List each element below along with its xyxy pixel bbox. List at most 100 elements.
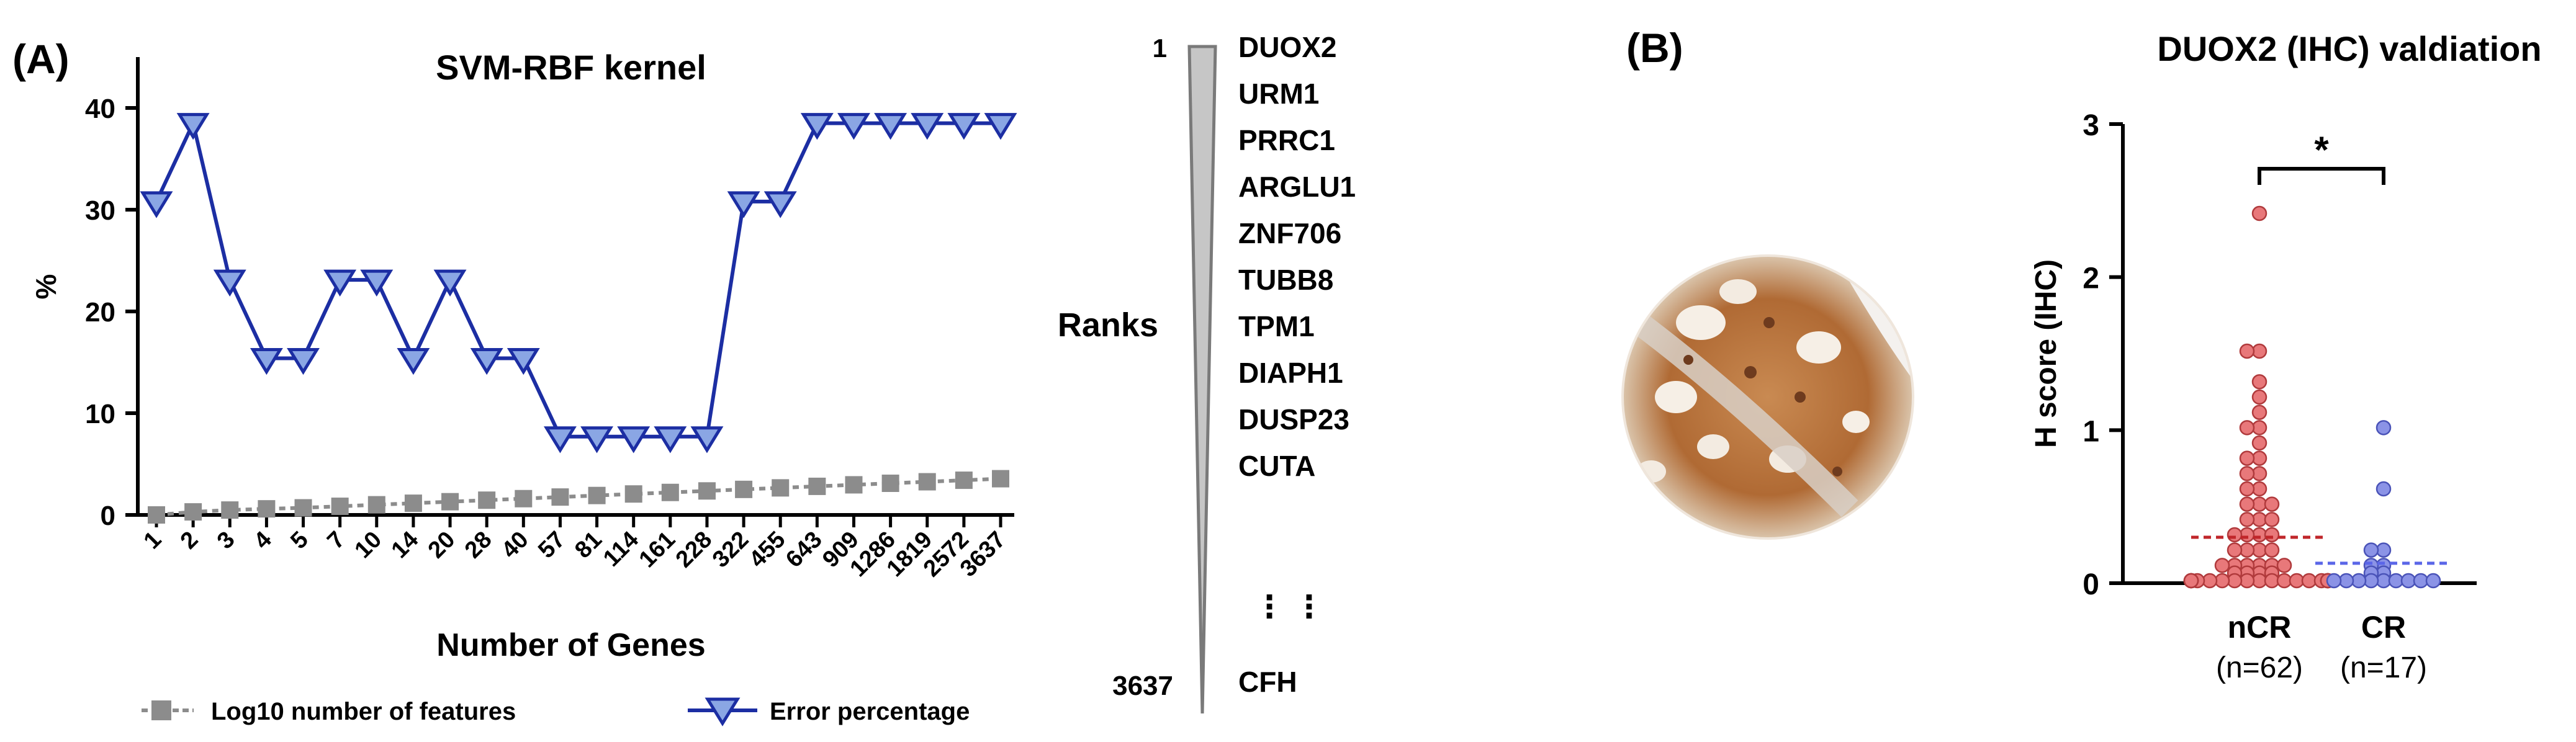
ihc-tissue-image bbox=[1621, 254, 1914, 540]
data-point-ncr bbox=[2239, 466, 2255, 481]
data-point-ncr bbox=[2251, 542, 2268, 558]
point-features bbox=[148, 506, 165, 524]
point-features bbox=[515, 489, 533, 507]
data-point-ncr bbox=[2251, 512, 2268, 527]
data-point-cr bbox=[2388, 573, 2404, 589]
point-features bbox=[551, 488, 569, 506]
data-point-cr bbox=[2376, 481, 2392, 497]
y-tick-label: 1 bbox=[2083, 415, 2099, 448]
ranks-label: Ranks bbox=[1058, 306, 1158, 344]
panel-a-label: (A) bbox=[12, 36, 70, 82]
data-point-ncr bbox=[2264, 542, 2280, 558]
point-features bbox=[735, 480, 753, 498]
legend-marker-gray-square bbox=[151, 700, 171, 720]
category-label: CR bbox=[2361, 610, 2406, 645]
data-point-cr bbox=[2376, 420, 2392, 436]
category-label: nCR bbox=[2228, 610, 2292, 645]
point-features bbox=[918, 473, 936, 491]
point-features bbox=[367, 496, 385, 514]
data-point-ncr bbox=[2251, 205, 2268, 221]
point-error bbox=[213, 269, 246, 297]
legend-label-features: Log10 number of features bbox=[211, 698, 516, 725]
x-tick-label: 1 bbox=[139, 527, 167, 555]
x-tick-label: 7 bbox=[322, 527, 350, 555]
data-point-cr bbox=[2338, 573, 2354, 589]
point-error bbox=[470, 347, 503, 375]
point-error bbox=[507, 347, 540, 375]
x-tick-label: 20 bbox=[423, 527, 461, 564]
data-point-ncr bbox=[2251, 420, 2268, 436]
gene-name: PRRC1 bbox=[1238, 124, 1335, 156]
point-error bbox=[323, 269, 357, 297]
point-features bbox=[331, 498, 349, 516]
point-error bbox=[800, 113, 834, 140]
point-error bbox=[727, 191, 760, 218]
point-error bbox=[176, 113, 210, 140]
gene-name: CUTA bbox=[1238, 450, 1315, 482]
rank-top: 1 bbox=[1153, 34, 1167, 63]
gene-name: TPM1 bbox=[1238, 310, 1315, 342]
x-tick-label: 10 bbox=[350, 527, 387, 564]
data-point-cr bbox=[2351, 573, 2367, 589]
point-features bbox=[772, 479, 790, 497]
data-point-ncr bbox=[2264, 496, 2280, 512]
point-error bbox=[911, 113, 944, 140]
point-features bbox=[441, 493, 459, 511]
data-point-ncr bbox=[2251, 450, 2268, 466]
data-point-ncr bbox=[2251, 374, 2268, 390]
data-point-ncr bbox=[2239, 542, 2255, 558]
rank-bottom: 3637 bbox=[1112, 671, 1173, 701]
y-tick-label: 40 bbox=[85, 94, 115, 124]
data-point-ncr bbox=[2251, 573, 2268, 589]
ranks-panel: 1 3637 Ranks DUOX2URM1PRRC1ARGLU1ZNF706T… bbox=[1058, 31, 1356, 714]
data-point-ncr bbox=[2239, 573, 2255, 589]
data-point-ncr bbox=[2251, 527, 2268, 543]
rank-wedge bbox=[1187, 45, 1217, 714]
x-tick-label: 228 bbox=[671, 527, 718, 573]
gene-last: CFH bbox=[1238, 666, 1297, 698]
data-point-cr bbox=[2326, 573, 2342, 589]
x-tick-label: 57 bbox=[533, 527, 570, 564]
point-error bbox=[763, 191, 797, 218]
x-tick-label: 40 bbox=[497, 527, 534, 564]
chart-a-title: SVM-RBF kernel bbox=[436, 48, 706, 87]
point-error bbox=[874, 113, 907, 140]
data-point-cr bbox=[2400, 573, 2416, 589]
data-point-ncr bbox=[2214, 558, 2230, 573]
point-features bbox=[955, 472, 973, 489]
x-tick-label: 5 bbox=[286, 527, 313, 555]
data-point-ncr bbox=[2289, 573, 2305, 589]
data-point-ncr bbox=[2276, 558, 2292, 573]
data-point-ncr bbox=[2264, 512, 2280, 527]
chart-b-title: DUOX2 (IHC) valdiation bbox=[2157, 29, 2541, 68]
series-line-features bbox=[156, 476, 1001, 517]
point-features bbox=[404, 494, 422, 512]
point-features bbox=[478, 491, 496, 509]
point-error bbox=[580, 426, 614, 454]
y-tick-label: 0 bbox=[2083, 568, 2099, 601]
category-sublabel: (n=17) bbox=[2340, 651, 2427, 684]
data-point-ncr bbox=[2239, 527, 2255, 543]
gene-name: ARGLU1 bbox=[1238, 171, 1356, 203]
series-line-error bbox=[155, 117, 1001, 439]
data-point-ncr bbox=[2251, 466, 2268, 481]
data-point-ncr bbox=[2227, 542, 2243, 558]
point-error bbox=[433, 269, 467, 297]
data-point-cr bbox=[2363, 573, 2379, 589]
x-tick-label: 455 bbox=[744, 527, 791, 573]
gene-name: ZNF706 bbox=[1238, 217, 1341, 249]
data-point-ncr bbox=[2251, 435, 2268, 451]
point-error bbox=[543, 426, 577, 454]
point-features bbox=[221, 501, 239, 519]
data-point-ncr bbox=[2202, 573, 2218, 589]
data-point-cr bbox=[2425, 573, 2441, 589]
data-point-cr bbox=[2363, 542, 2379, 558]
x-tick-label: 161 bbox=[634, 527, 681, 573]
data-point-ncr bbox=[2183, 573, 2199, 589]
point-error bbox=[250, 347, 283, 375]
point-error bbox=[947, 113, 981, 140]
point-error bbox=[690, 426, 724, 454]
y-tick-label: 0 bbox=[101, 501, 115, 531]
point-error bbox=[397, 347, 430, 375]
